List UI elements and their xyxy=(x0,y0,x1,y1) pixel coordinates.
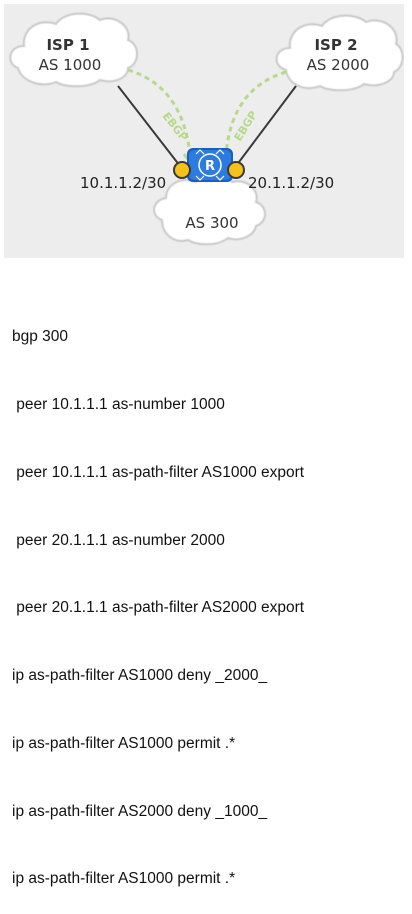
ebgp-session-1-arc xyxy=(127,68,192,155)
interface-dot-left xyxy=(173,161,191,179)
isp1-cloud xyxy=(9,12,138,88)
config-line: bgp 300 xyxy=(12,328,69,346)
svg-text:R: R xyxy=(205,159,215,174)
isp1-name: ISP 1 xyxy=(46,36,89,54)
network-diagram: ISP 1 AS 1000 ISP 2 AS 2000 AS 300 EBGP … xyxy=(4,4,404,258)
config-line: peer 20.1.1.1 as-path-filter AS2000 expo… xyxy=(12,599,305,617)
config-line: peer 20.1.1.1 as-number 2000 xyxy=(12,531,225,549)
router-icon: R xyxy=(187,148,233,182)
config-line: peer 10.1.1.1 as-number 1000 xyxy=(12,395,225,413)
config-line: peer 10.1.1.1 as-path-filter AS1000 expo… xyxy=(12,463,305,481)
ebgp-session-2-arc xyxy=(224,70,287,155)
bgp-config-listing: bgp 300 peer 10.1.1.1 as-number 1000 pee… xyxy=(12,281,404,914)
as300-label: AS 300 xyxy=(185,214,238,232)
config-line: ip as-path-filter AS2000 deny _1000_ xyxy=(12,802,268,820)
as300-cloud xyxy=(153,175,266,246)
interface-dot-right xyxy=(227,161,245,179)
link-isp1-line xyxy=(117,85,181,167)
ip-label-left: 10.1.1.2/30 xyxy=(80,174,166,192)
ip-label-right: 20.1.1.2/30 xyxy=(248,174,334,192)
link-isp2-line xyxy=(235,85,297,167)
isp2-cloud xyxy=(275,14,404,92)
config-line: ip as-path-filter AS1000 permit .* xyxy=(12,734,236,752)
isp2-as: AS 2000 xyxy=(307,56,370,74)
isp1-as: AS 1000 xyxy=(39,56,102,74)
config-line: ip as-path-filter AS1000 deny _2000_ xyxy=(12,667,268,685)
isp2-name: ISP 2 xyxy=(314,36,357,54)
diagram-canvas: ISP 1 AS 1000 ISP 2 AS 2000 AS 300 EBGP … xyxy=(9,12,404,246)
config-line: ip as-path-filter AS1000 permit .* xyxy=(12,870,236,888)
